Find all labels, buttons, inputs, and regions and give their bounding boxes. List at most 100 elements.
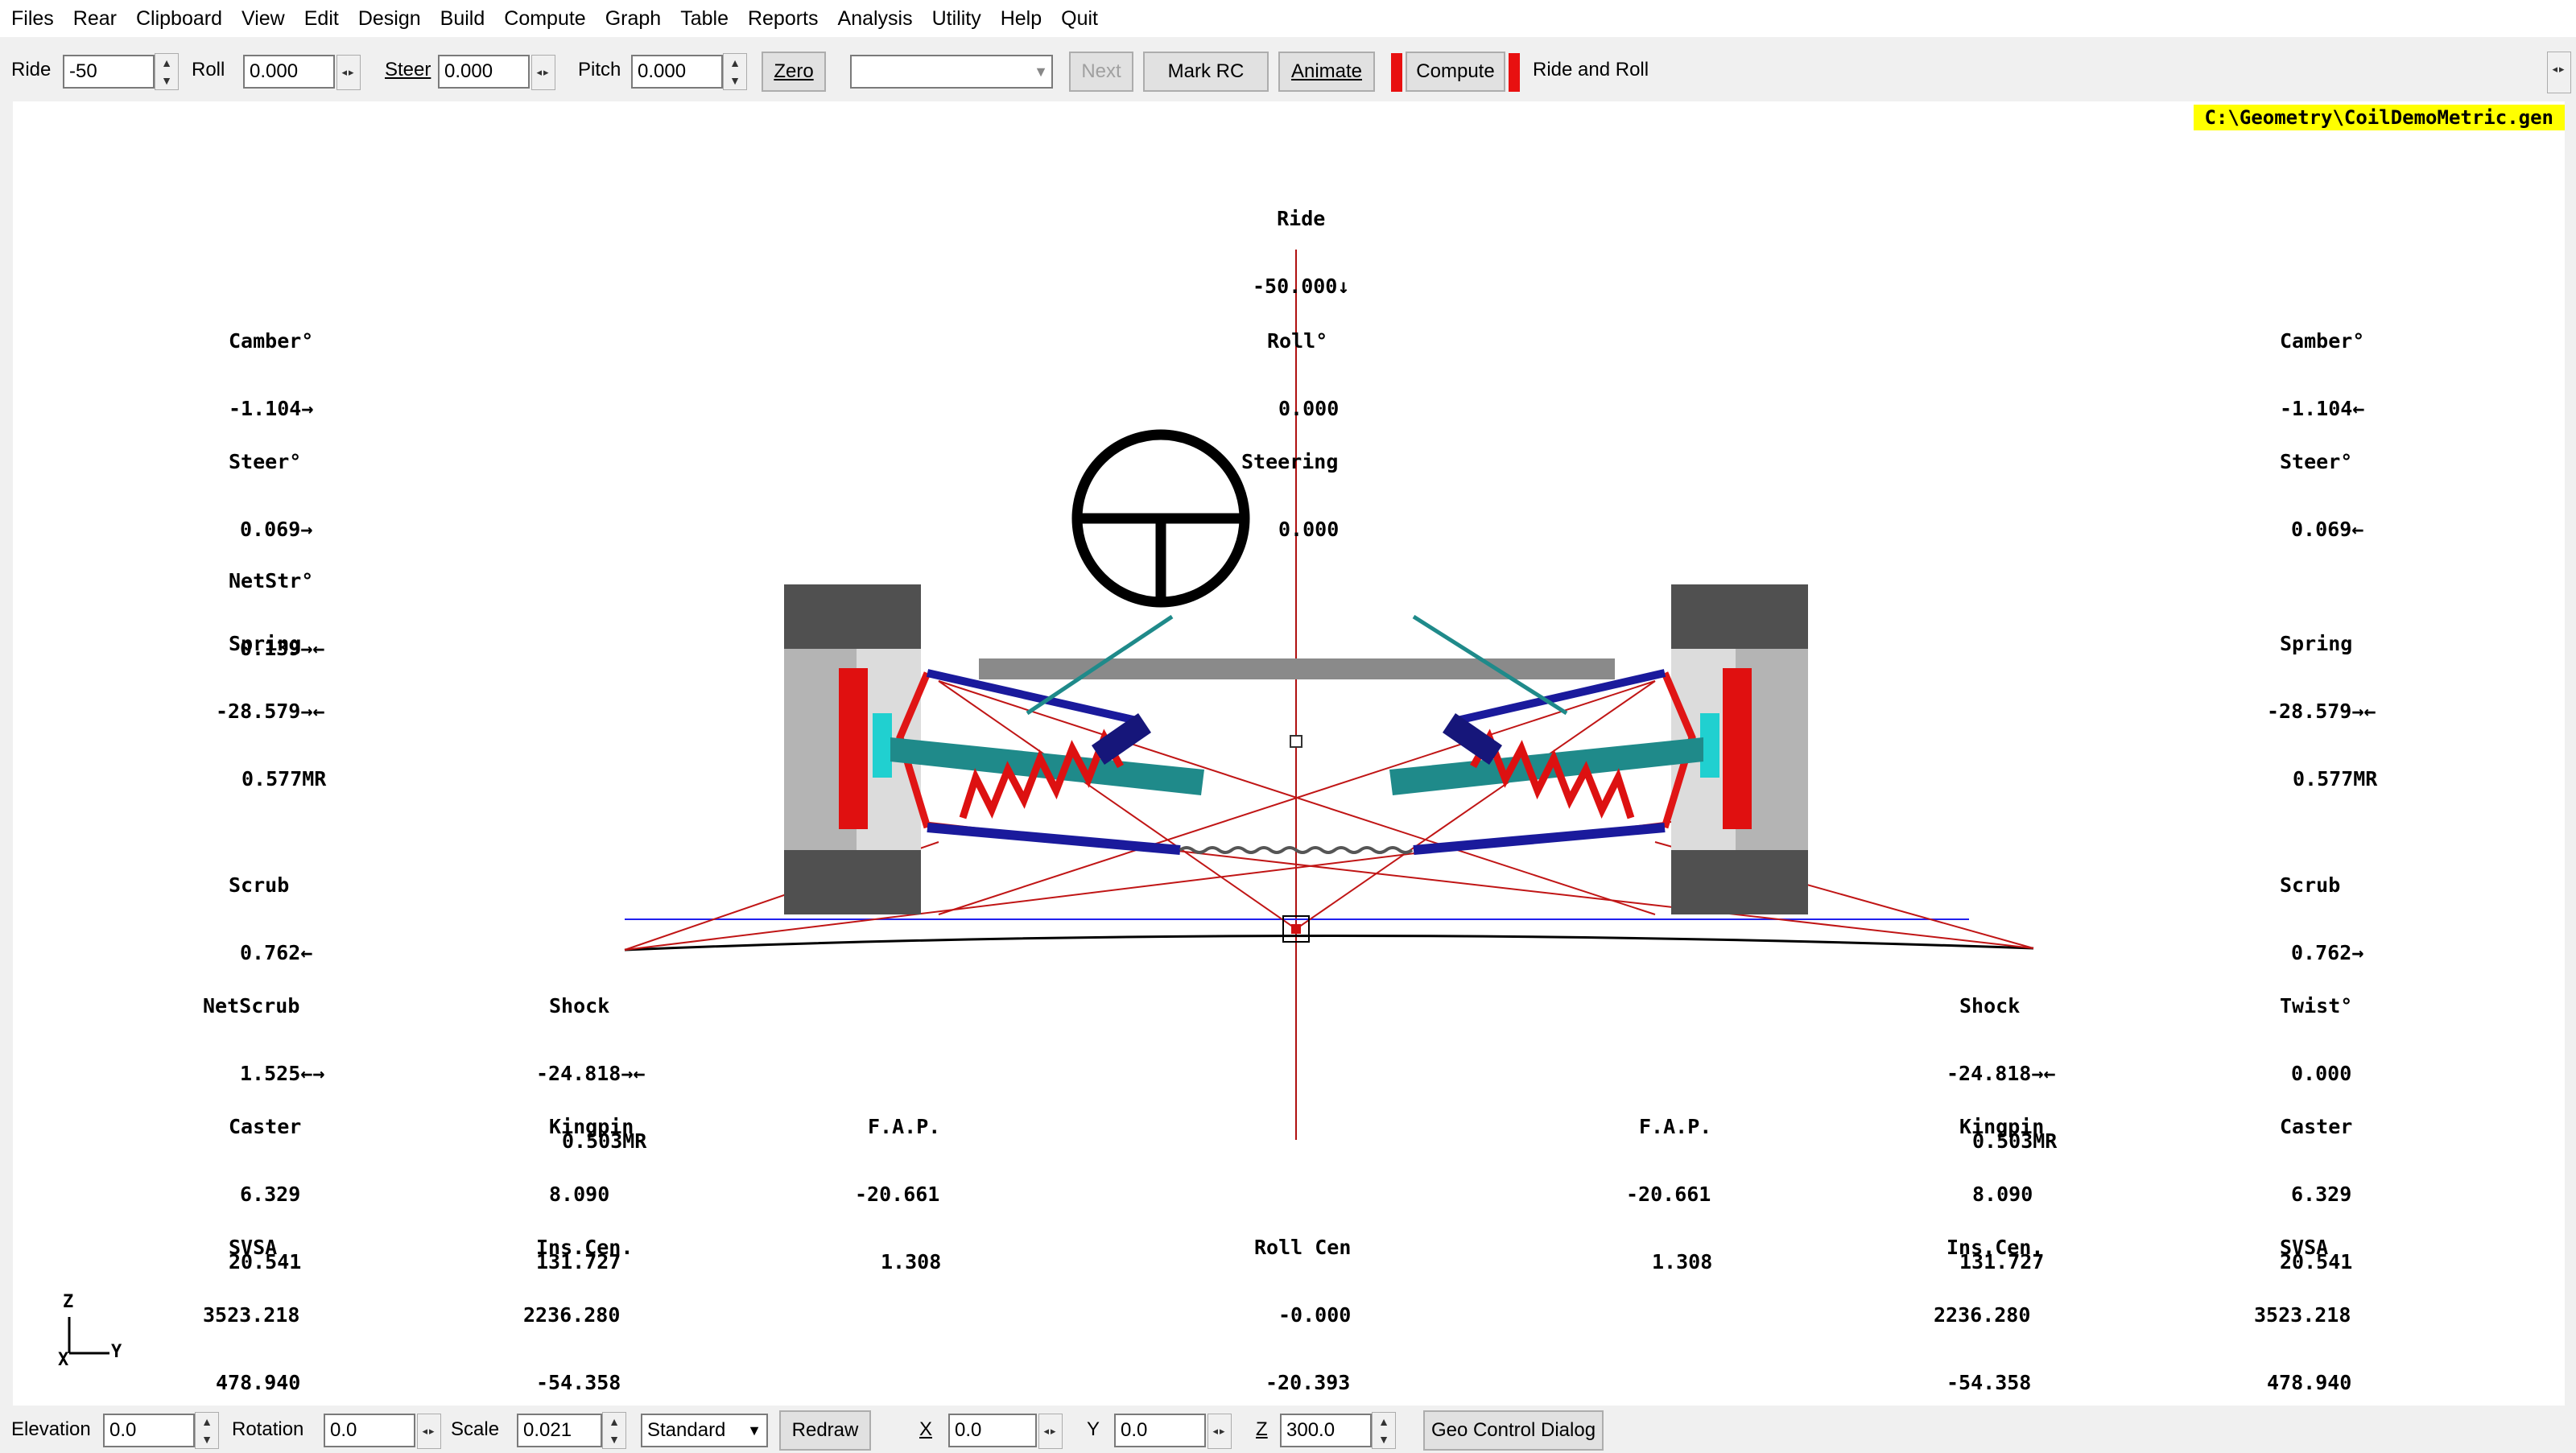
steer-input[interactable]: 0.000 [438, 55, 530, 89]
left-inscen-v2: -54.358 [536, 1371, 621, 1394]
right-caster-readout: Caster 6.329 20.541 [2280, 1071, 2352, 1319]
toolbar-scroll-arrows[interactable]: ◂▸ [2547, 52, 2571, 93]
left-camber-value: -1.104→ [229, 397, 314, 420]
rotation-label: Rotation [232, 1418, 304, 1440]
rotation-input[interactable]: 0.0 [324, 1414, 415, 1447]
left-netstr-readout: NetStr° 0.139→← [229, 525, 324, 705]
left-right-arrows-icon: ◂▸ [422, 1425, 436, 1437]
next-button[interactable]: Next [1069, 52, 1133, 92]
right-upper-arm [1452, 669, 1666, 725]
right-shock [1443, 713, 1502, 765]
menu-rear[interactable]: Rear [72, 7, 117, 30]
right-scrub-value: 0.762→ [2291, 941, 2364, 964]
animate-button[interactable]: Animate [1278, 52, 1375, 92]
menu-clipboard[interactable]: Clipboard [135, 7, 222, 30]
menu-files[interactable]: Files [11, 7, 54, 30]
pitch-input[interactable]: 0.000 [631, 55, 723, 89]
elevation-label: Elevation [11, 1418, 91, 1440]
axis-z-label: Z [63, 1292, 74, 1312]
left-right-arrows-icon: ◂▸ [341, 66, 356, 78]
mark-rc-button[interactable]: Mark RC [1143, 52, 1269, 92]
x-input[interactable]: 0.0 [948, 1414, 1037, 1447]
left-camber-title: Camber° [229, 329, 314, 353]
right-fap-readout: F.A.P. -20.661 1.308 [1626, 1071, 1712, 1319]
view-mode-select[interactable]: Standard ▼ [641, 1414, 768, 1447]
axis-x-label: X [58, 1350, 69, 1370]
roll-arrows[interactable]: ◂▸ [336, 55, 361, 90]
menu-design[interactable]: Design [357, 7, 421, 30]
right-twist-title: Twist° [2280, 994, 2353, 1018]
left-fap-v1: -20.661 [855, 1183, 940, 1206]
menu-graph[interactable]: Graph [605, 7, 662, 30]
left-inscen-v1: 2236.280 [523, 1303, 621, 1327]
left-arm-link [896, 671, 931, 829]
y-input[interactable]: 0.0 [1114, 1414, 1206, 1447]
right-camber-title: Camber° [2280, 329, 2365, 353]
left-scrub-title: Scrub [229, 873, 290, 897]
left-upright [839, 668, 868, 829]
z-input[interactable]: 300.0 [1280, 1414, 1372, 1447]
geo-control-dialog-button[interactable]: Geo Control Dialog [1423, 1410, 1604, 1451]
compute-button[interactable]: Compute [1406, 52, 1505, 92]
menu-analysis[interactable]: Analysis [837, 7, 913, 30]
right-arm-link [1661, 671, 1696, 829]
right-fap-title: F.A.P. [1639, 1115, 1712, 1138]
elevation-input[interactable]: 0.0 [103, 1414, 195, 1447]
view-dropdown[interactable]: ▼ [850, 55, 1053, 89]
left-coil-spring [959, 729, 1124, 819]
menu-table[interactable]: Table [680, 7, 729, 30]
spin-down-icon: ▼ [609, 1433, 620, 1446]
geometry-canvas[interactable]: C:\Geometry\CoilDemoMetric.gen [13, 101, 2565, 1406]
right-shock-value: -24.818→← [1946, 1062, 2056, 1085]
z-spinner[interactable]: ▲▼ [1372, 1412, 1396, 1449]
instant-center-marker [1290, 735, 1302, 748]
zero-button[interactable]: Zero [762, 52, 826, 92]
axis-y-label: Y [111, 1342, 122, 1362]
menu-reports[interactable]: Reports [747, 7, 819, 30]
ride-readout-value: -50.000↓ [1253, 275, 1350, 298]
steering-readout-title: Steering [1241, 450, 1339, 473]
x-arrows[interactable]: ◂▸ [1038, 1414, 1063, 1449]
left-scrub-value: 0.762← [240, 941, 313, 964]
right-kingpin-readout: Kingpin 8.090 131.727 [1959, 1071, 2044, 1319]
scale-spinner[interactable]: ▲▼ [602, 1412, 626, 1449]
menu-build[interactable]: Build [440, 7, 485, 30]
menu-view[interactable]: View [242, 7, 285, 30]
left-camber-readout: Camber° -1.104→ [229, 285, 313, 465]
rotation-arrows[interactable]: ◂▸ [417, 1414, 441, 1449]
redraw-button[interactable]: Redraw [779, 1410, 871, 1451]
left-svsa-readout: SVSA 3523.218 478.940 [203, 1191, 300, 1439]
menu-compute[interactable]: Compute [504, 7, 586, 30]
scale-input[interactable]: 0.021 [517, 1414, 602, 1447]
right-svsa-v2: 478.940 [2267, 1371, 2352, 1394]
right-caster-title: Caster [2280, 1115, 2353, 1138]
steer-label: Steer [385, 59, 431, 80]
roll-center-readout: Roll Cen -0.000 -20.393 [1241, 1191, 1351, 1439]
left-kingpin-title: Kingpin [549, 1115, 634, 1138]
pitch-spinner[interactable]: ▲▼ [723, 53, 747, 90]
ride-spinner[interactable]: ▲▼ [155, 53, 179, 90]
right-spring-mr: 0.577MR [2293, 767, 2378, 790]
right-inscen-v2: -54.358 [1946, 1371, 2032, 1394]
y-arrows[interactable]: ◂▸ [1208, 1414, 1232, 1449]
left-fap-v2: 1.308 [881, 1250, 942, 1273]
left-svsa-v2: 478.940 [216, 1371, 301, 1394]
spin-down-icon: ▼ [201, 1433, 213, 1446]
left-shock-mr: 0.503MR [562, 1129, 647, 1153]
right-inscen-readout: Ins.Cen. 2236.280 -54.358 [1934, 1191, 2043, 1439]
menu-edit[interactable]: Edit [303, 7, 339, 30]
spin-up-icon: ▲ [1378, 1415, 1389, 1428]
elevation-spinner[interactable]: ▲▼ [195, 1412, 219, 1449]
roll-input[interactable]: 0.000 [243, 55, 335, 89]
menu-utility[interactable]: Utility [931, 7, 981, 30]
spin-up-icon: ▲ [201, 1415, 213, 1428]
left-steer-title: Steer° [229, 450, 302, 473]
steer-arrows[interactable]: ◂▸ [531, 55, 555, 90]
right-pushrod [1412, 614, 1568, 716]
roll-center-marker [1282, 915, 1310, 943]
roll-readout-title: Roll° [1267, 329, 1328, 353]
ride-input[interactable]: -50 [63, 55, 155, 89]
left-fap-title: F.A.P. [868, 1115, 941, 1138]
menu-help[interactable]: Help [1000, 7, 1042, 30]
menu-quit[interactable]: Quit [1061, 7, 1098, 30]
